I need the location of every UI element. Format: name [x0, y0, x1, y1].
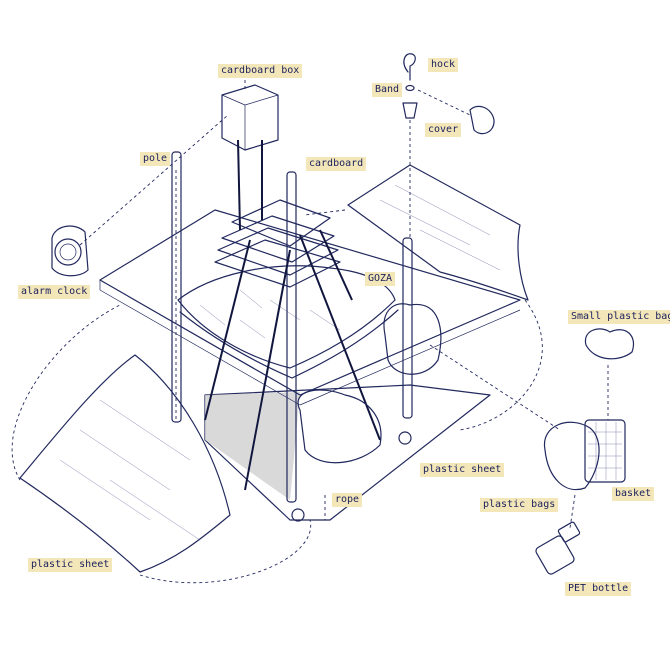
label-hock: hock	[428, 58, 459, 72]
hanging-plastic-bags	[297, 303, 442, 464]
label-cover: cover	[425, 123, 462, 137]
label-band: Band	[372, 83, 403, 97]
plastic-sheet-bottom-left	[19, 354, 231, 573]
label-alarm-clock: alarm clock	[18, 285, 91, 299]
label-pet-bottle: PET bottle	[565, 582, 632, 596]
label-plastic-sheet-left: plastic sheet	[28, 558, 113, 572]
alarm-clock-drawing	[51, 225, 89, 277]
label-rope: rope	[332, 493, 363, 507]
label-goza: GOZA	[365, 272, 396, 286]
plastic-sheet-top-right	[347, 164, 529, 301]
pet-bottle-drawing	[535, 521, 581, 575]
label-cardboard-box: cardboard box	[218, 64, 303, 78]
wooden-board	[99, 209, 521, 406]
label-cardboard: cardboard	[306, 157, 367, 171]
small-plastic-bags	[584, 328, 634, 360]
label-small-plastic-bags: Small plastic bags	[568, 310, 670, 324]
ropes	[204, 229, 381, 491]
label-basket: basket	[612, 487, 655, 501]
poles	[171, 151, 413, 503]
leader-lines	[11, 80, 609, 584]
cardboard-box	[221, 84, 279, 231]
basket-with-bags	[543, 419, 626, 491]
label-plastic-sheet-right: plastic sheet	[420, 463, 505, 477]
hook-assembly	[402, 53, 495, 135]
goza-mat	[177, 265, 399, 379]
label-plastic-bags: plastic bags	[480, 498, 559, 512]
label-pole: pole	[140, 152, 171, 166]
